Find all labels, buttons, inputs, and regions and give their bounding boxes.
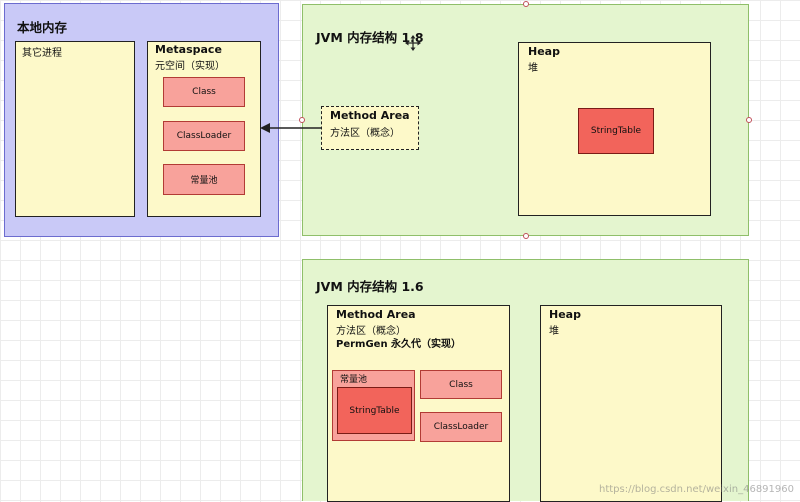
jvm16-method-area[interactable]: Method Area 方法区（概念） PermGen 永久代（实现） 常量池 … — [327, 305, 510, 502]
metaspace-classloader-item[interactable]: ClassLoader — [163, 121, 245, 151]
selection-handle-right[interactable] — [746, 117, 752, 123]
jvm16-method-area-title: Method Area — [336, 308, 416, 321]
jvm16-method-area-subtitle: 方法区（概念） — [336, 326, 406, 337]
selection-handle-top[interactable] — [523, 1, 529, 7]
implementation-arrow — [260, 123, 322, 133]
native-memory-title: 本地内存 — [17, 20, 68, 35]
jvm18-method-area-subtitle: 方法区（概念） — [330, 128, 400, 139]
jvm16-permgen-label: PermGen 永久代（实现） — [336, 339, 462, 350]
metaspace-subtitle: 元空间（实现） — [155, 61, 225, 72]
metaspace-title: Metaspace — [155, 43, 222, 56]
jvm16-heap-subtitle: 堆 — [549, 326, 559, 337]
jvm16-title: JVM 内存结构 1.6 — [316, 279, 424, 294]
jvm18-title: JVM 内存结构 1.8 — [316, 30, 424, 45]
other-process-label: 其它进程 — [22, 48, 62, 59]
jvm18-heap-title: Heap — [528, 45, 560, 58]
metaspace-box[interactable]: Metaspace 元空间（实现） Class ClassLoader 常量池 — [147, 41, 261, 217]
metaspace-constant-pool-item[interactable]: 常量池 — [163, 164, 245, 195]
metaspace-class-item[interactable]: Class — [163, 77, 245, 107]
selection-handle-left[interactable] — [299, 117, 305, 123]
other-process-box[interactable]: 其它进程 — [15, 41, 135, 217]
jvm16-constant-pool-label: 常量池 — [340, 375, 368, 385]
jvm18-heap[interactable]: Heap 堆 StringTable — [518, 42, 711, 216]
jvm18-panel[interactable]: JVM 内存结构 1.8 Method Area 方法区（概念） Heap 堆 … — [302, 4, 749, 236]
jvm16-heap[interactable]: Heap 堆 — [540, 305, 722, 502]
watermark-text: https://blog.csdn.net/weixin_46891960 — [598, 484, 794, 495]
jvm16-string-table[interactable]: StringTable — [337, 387, 412, 434]
selection-handle-bottom[interactable] — [523, 233, 529, 239]
native-memory-panel[interactable]: 本地内存 其它进程 Metaspace 元空间（实现） Class ClassL… — [4, 3, 279, 237]
move-cursor-icon — [405, 35, 421, 51]
jvm18-string-table[interactable]: StringTable — [578, 108, 654, 154]
jvm16-heap-title: Heap — [549, 308, 581, 321]
jvm16-panel[interactable]: JVM 内存结构 1.6 Method Area 方法区（概念） PermGen… — [302, 259, 749, 502]
jvm18-method-area-title: Method Area — [330, 109, 410, 122]
jvm16-class-item[interactable]: Class — [420, 370, 502, 399]
jvm18-heap-subtitle: 堆 — [528, 63, 538, 74]
jvm18-method-area[interactable]: Method Area 方法区（概念） — [321, 106, 419, 150]
jvm16-classloader-item[interactable]: ClassLoader — [420, 412, 502, 442]
jvm16-constant-pool[interactable]: 常量池 StringTable — [332, 370, 415, 441]
